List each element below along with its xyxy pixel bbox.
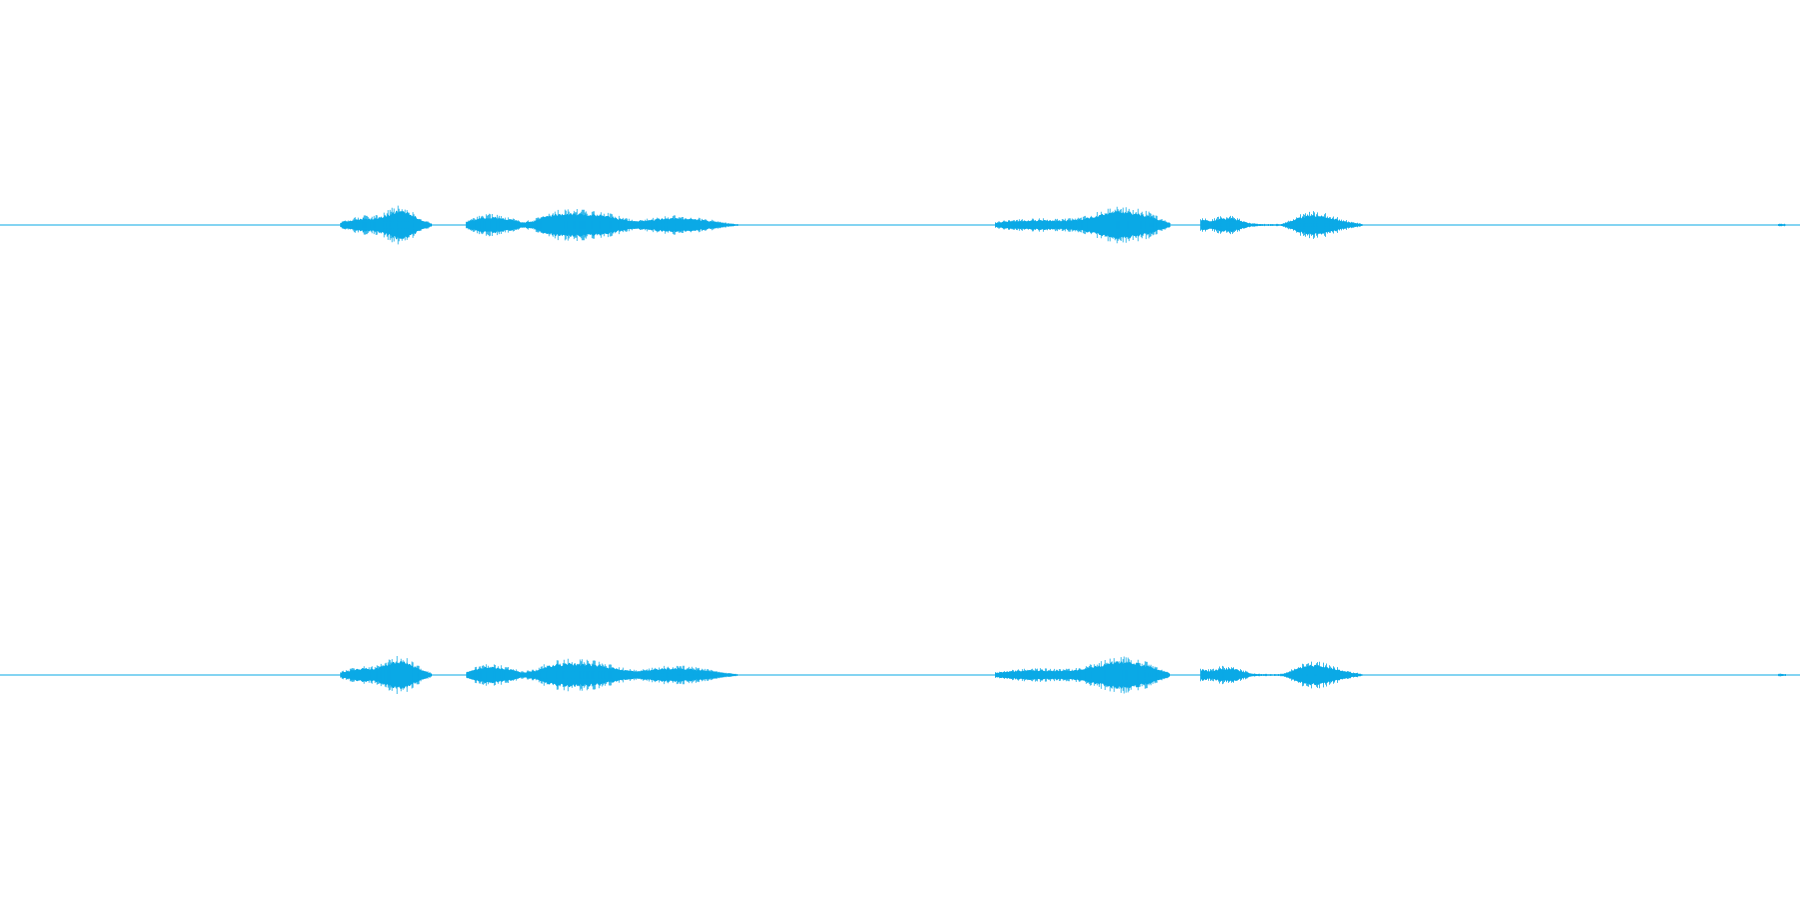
waveform-spikes <box>995 206 1171 244</box>
waveform-spikes <box>1778 673 1786 677</box>
channel-1 <box>0 205 1800 245</box>
waveform-spikes <box>995 656 1169 694</box>
waveform-spikes <box>465 209 739 241</box>
waveform-spikes <box>466 658 737 692</box>
channel-2 <box>0 656 1800 694</box>
waveform-spikes <box>341 656 431 694</box>
waveform-spikes <box>1200 211 1361 239</box>
waveform-segment <box>1778 223 1786 227</box>
waveform-spikes <box>1200 661 1358 689</box>
waveform-segment <box>995 661 1170 689</box>
waveform-spikes <box>1778 223 1785 227</box>
waveform-spikes <box>341 205 430 245</box>
channel-layer <box>0 205 1800 694</box>
